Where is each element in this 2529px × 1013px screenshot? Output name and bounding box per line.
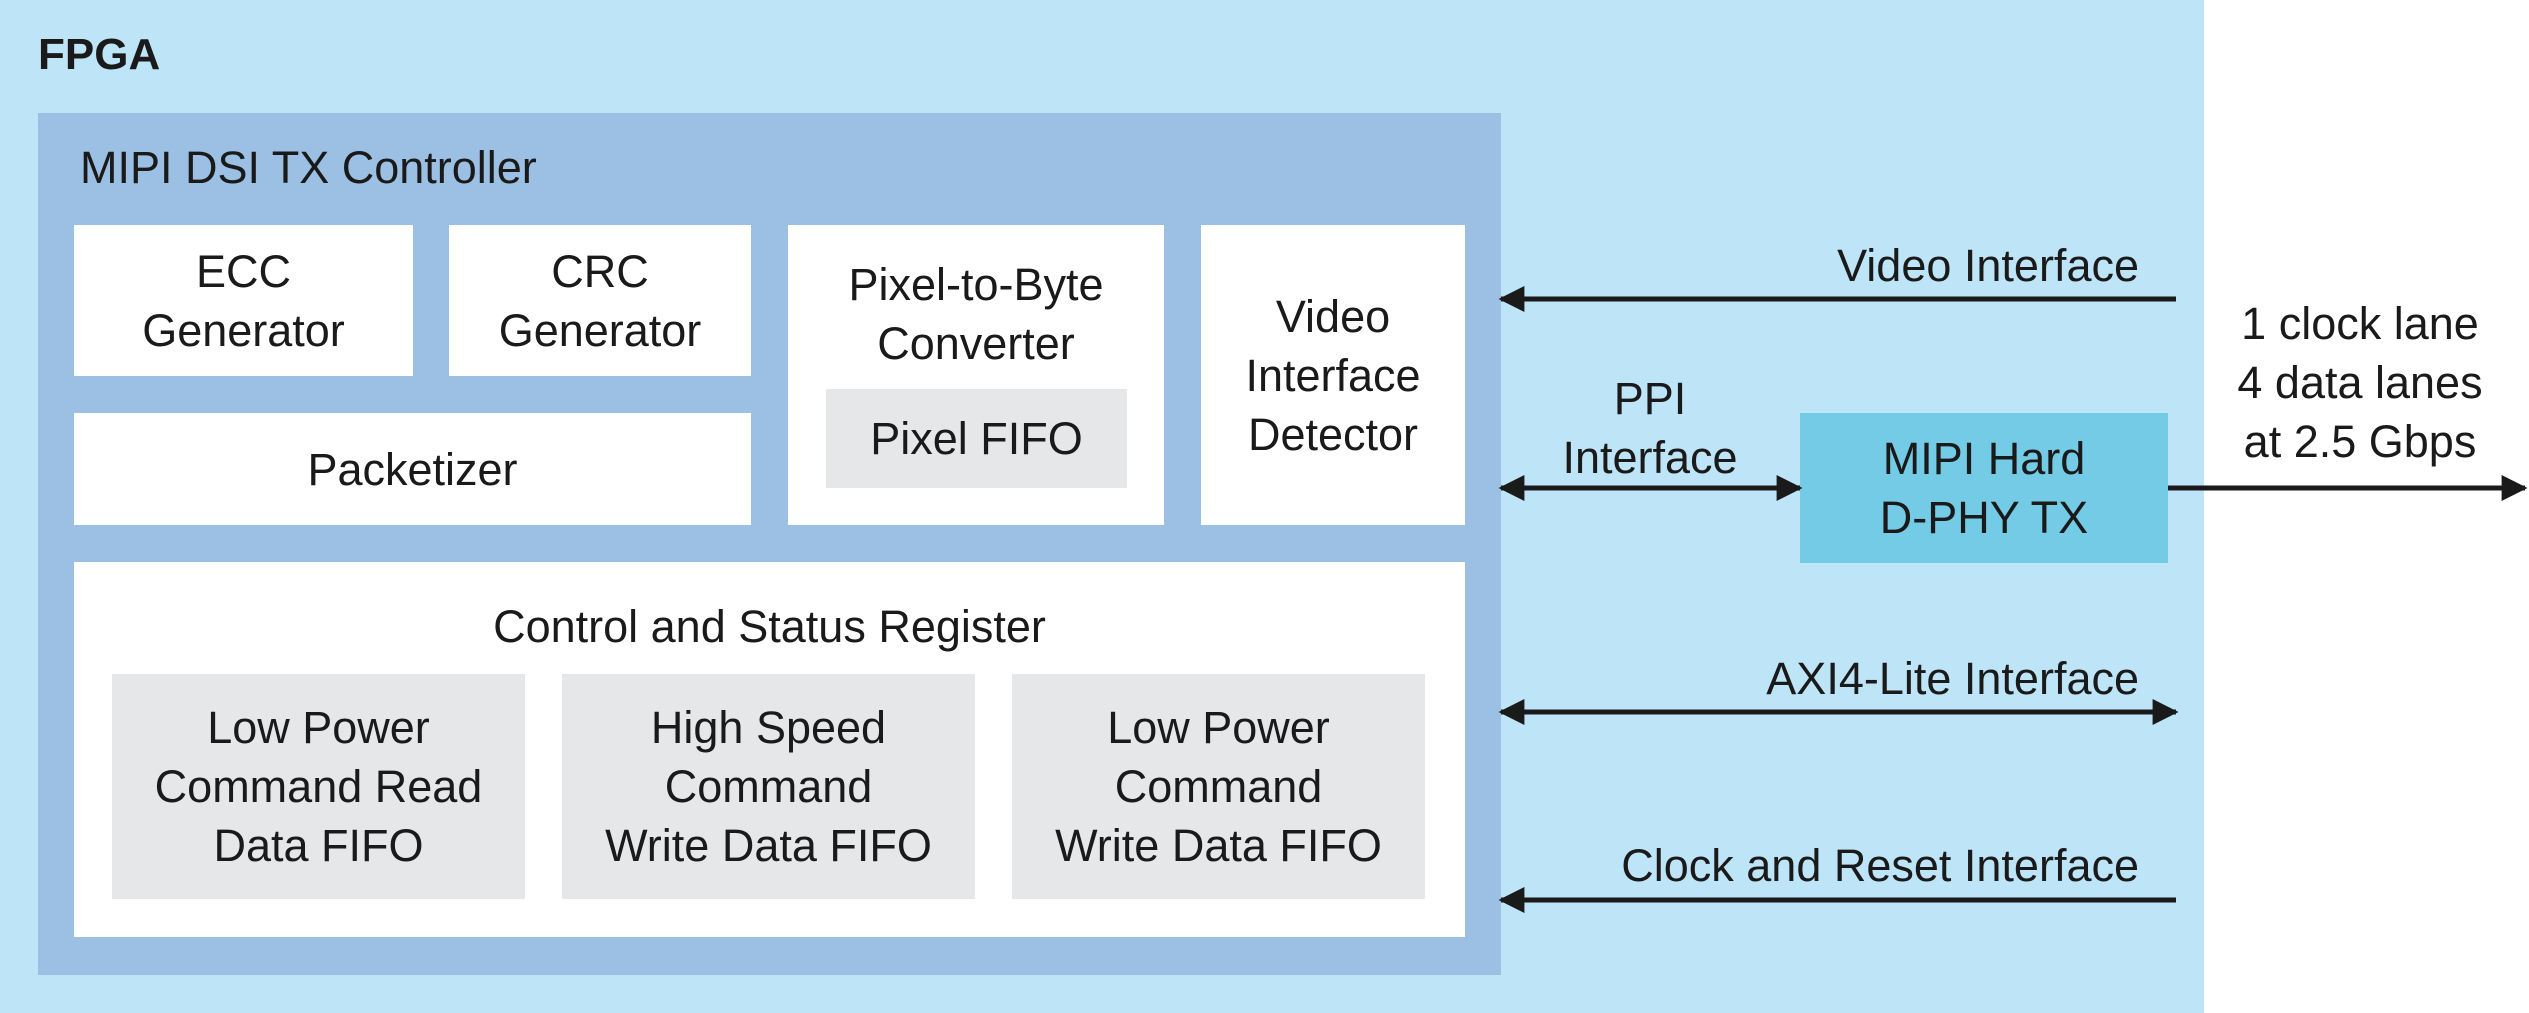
csr-title: Control and Status Register: [493, 601, 1046, 652]
ecc-generator-block: ECC Generator: [74, 225, 413, 376]
pixel-to-byte-label: Pixel-to-Byte Converter: [848, 259, 1104, 369]
lp-command-read-fifo: Low Power Command Read Data FIFO: [112, 674, 525, 899]
video-interface-detector-block: Video Interface Detector: [1201, 225, 1465, 525]
ppi-interface-label: PPI Interface: [1562, 373, 1738, 483]
controller-title: MIPI DSI TX Controller: [80, 142, 537, 193]
video-interface-label: Video Interface: [1837, 240, 2139, 291]
pixel-fifo-label: Pixel FIFO: [870, 413, 1083, 464]
crc-generator-label: CRC Generator: [498, 245, 702, 356]
mipi-dphy-tx-block: MIPI Hard D-PHY TX: [1800, 413, 2168, 563]
lp-write-fifo-label: Low Power Command Write Data FIFO: [1055, 702, 1382, 871]
lanes-label: 1 clock lane 4 data lanes at 2.5 Gbps: [2237, 298, 2483, 467]
pixel-fifo-block: Pixel FIFO: [826, 389, 1127, 488]
clock-reset-interface-label: Clock and Reset Interface: [1621, 840, 2139, 891]
fpga-title: FPGA: [38, 30, 161, 79]
lp-read-fifo-label: Low Power Command Read Data FIFO: [154, 702, 483, 871]
dphy-label: MIPI Hard D-PHY TX: [1879, 433, 2089, 543]
hs-write-fifo-label: High Speed Command Write Data FIFO: [605, 702, 932, 871]
crc-generator-block: CRC Generator: [449, 225, 751, 376]
packetizer-label: Packetizer: [307, 443, 518, 495]
video-detector-label: Video Interface Detector: [1245, 290, 1421, 460]
ecc-generator-label: ECC Generator: [142, 245, 345, 356]
packetizer-block: Packetizer: [74, 413, 751, 525]
axi4-lite-interface-label: AXI4-Lite Interface: [1766, 653, 2139, 704]
lp-command-write-fifo: Low Power Command Write Data FIFO: [1012, 674, 1425, 899]
hs-command-write-fifo: High Speed Command Write Data FIFO: [562, 674, 975, 899]
